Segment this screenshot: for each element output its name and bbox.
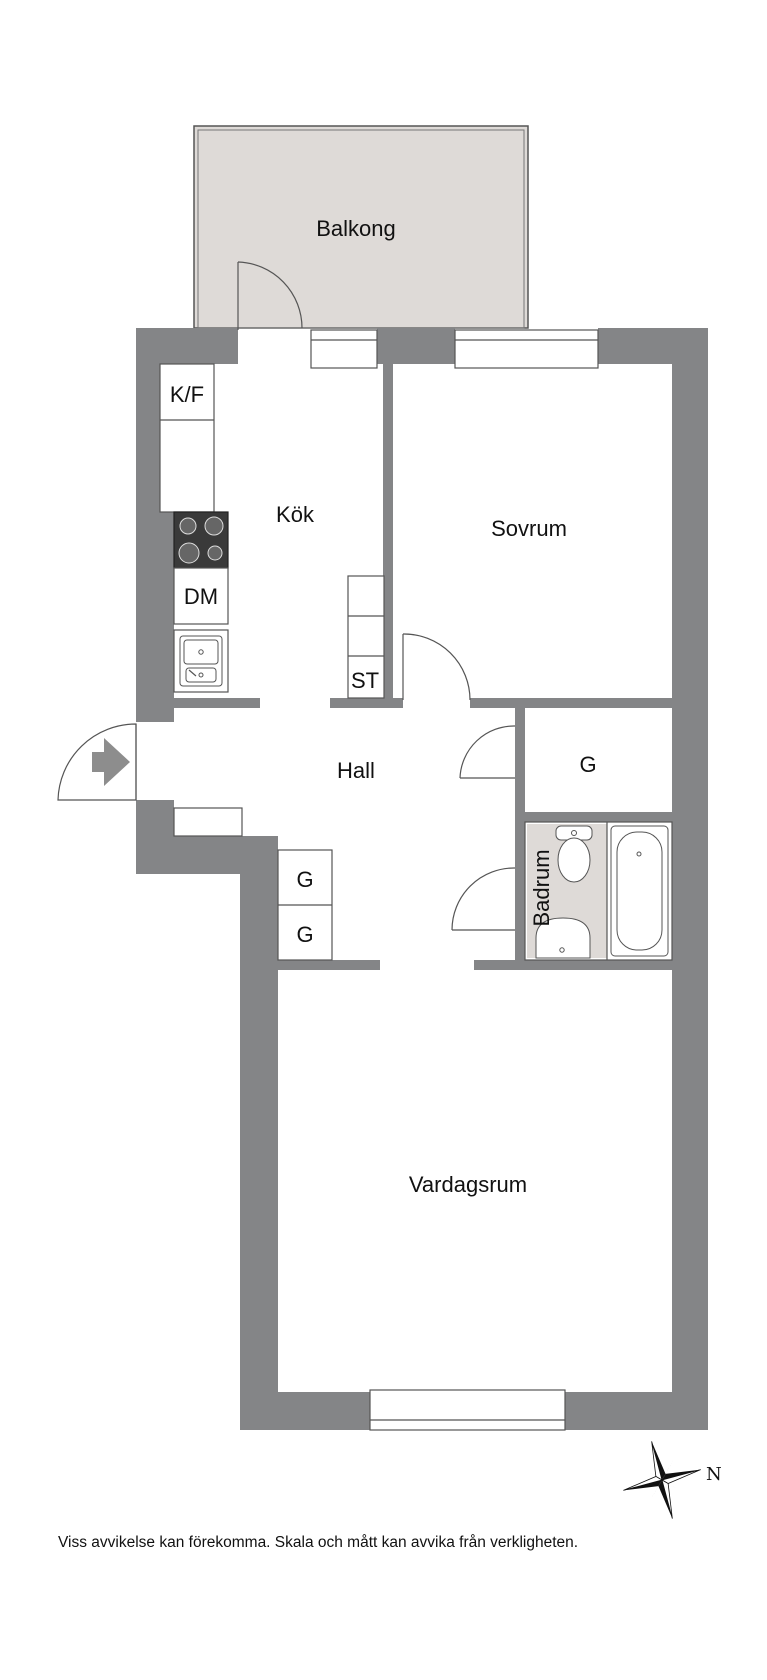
kitchen-fixtures: K/F DM ST xyxy=(159,363,385,699)
compass-rose-icon xyxy=(623,1441,701,1519)
toilet-icon xyxy=(555,825,593,883)
sink-icon xyxy=(173,629,229,693)
entrance-door xyxy=(57,723,137,801)
fridge-label: K/F xyxy=(170,382,204,407)
balcony: Balkong xyxy=(193,125,529,329)
room-label-hall: Hall xyxy=(337,758,375,783)
storage-cabinet-label: ST xyxy=(351,668,379,693)
room-label-forrad: G xyxy=(579,752,596,777)
dishwasher-label: DM xyxy=(184,584,218,609)
washbasin-icon xyxy=(535,917,591,959)
compass-north-label: N xyxy=(706,1464,722,1485)
room-label-sovrum: Sovrum xyxy=(491,516,567,541)
disclaimer-text: Viss avvikelse kan förekomma. Skala och … xyxy=(58,1534,579,1551)
room-label-kok: Kök xyxy=(276,502,315,527)
entrance-arrow-icon xyxy=(92,738,130,786)
bathroom-door xyxy=(451,867,516,931)
balcony-door xyxy=(237,261,303,330)
windows xyxy=(310,329,599,1431)
bathroom: Badrum xyxy=(524,821,673,961)
walls xyxy=(136,328,708,1430)
closet-door xyxy=(459,725,516,779)
hall-wardrobes: G G xyxy=(173,807,333,961)
room-label-balkong: Balkong xyxy=(316,216,396,241)
bedroom-door xyxy=(402,633,471,701)
room-label-vardagsrum: Vardagsrum xyxy=(409,1172,527,1197)
wardrobe-label-1: G xyxy=(296,867,313,892)
wardrobe-label-2: G xyxy=(296,922,313,947)
room-label-badrum: Badrum xyxy=(529,849,554,926)
bathtub-icon xyxy=(610,825,669,957)
